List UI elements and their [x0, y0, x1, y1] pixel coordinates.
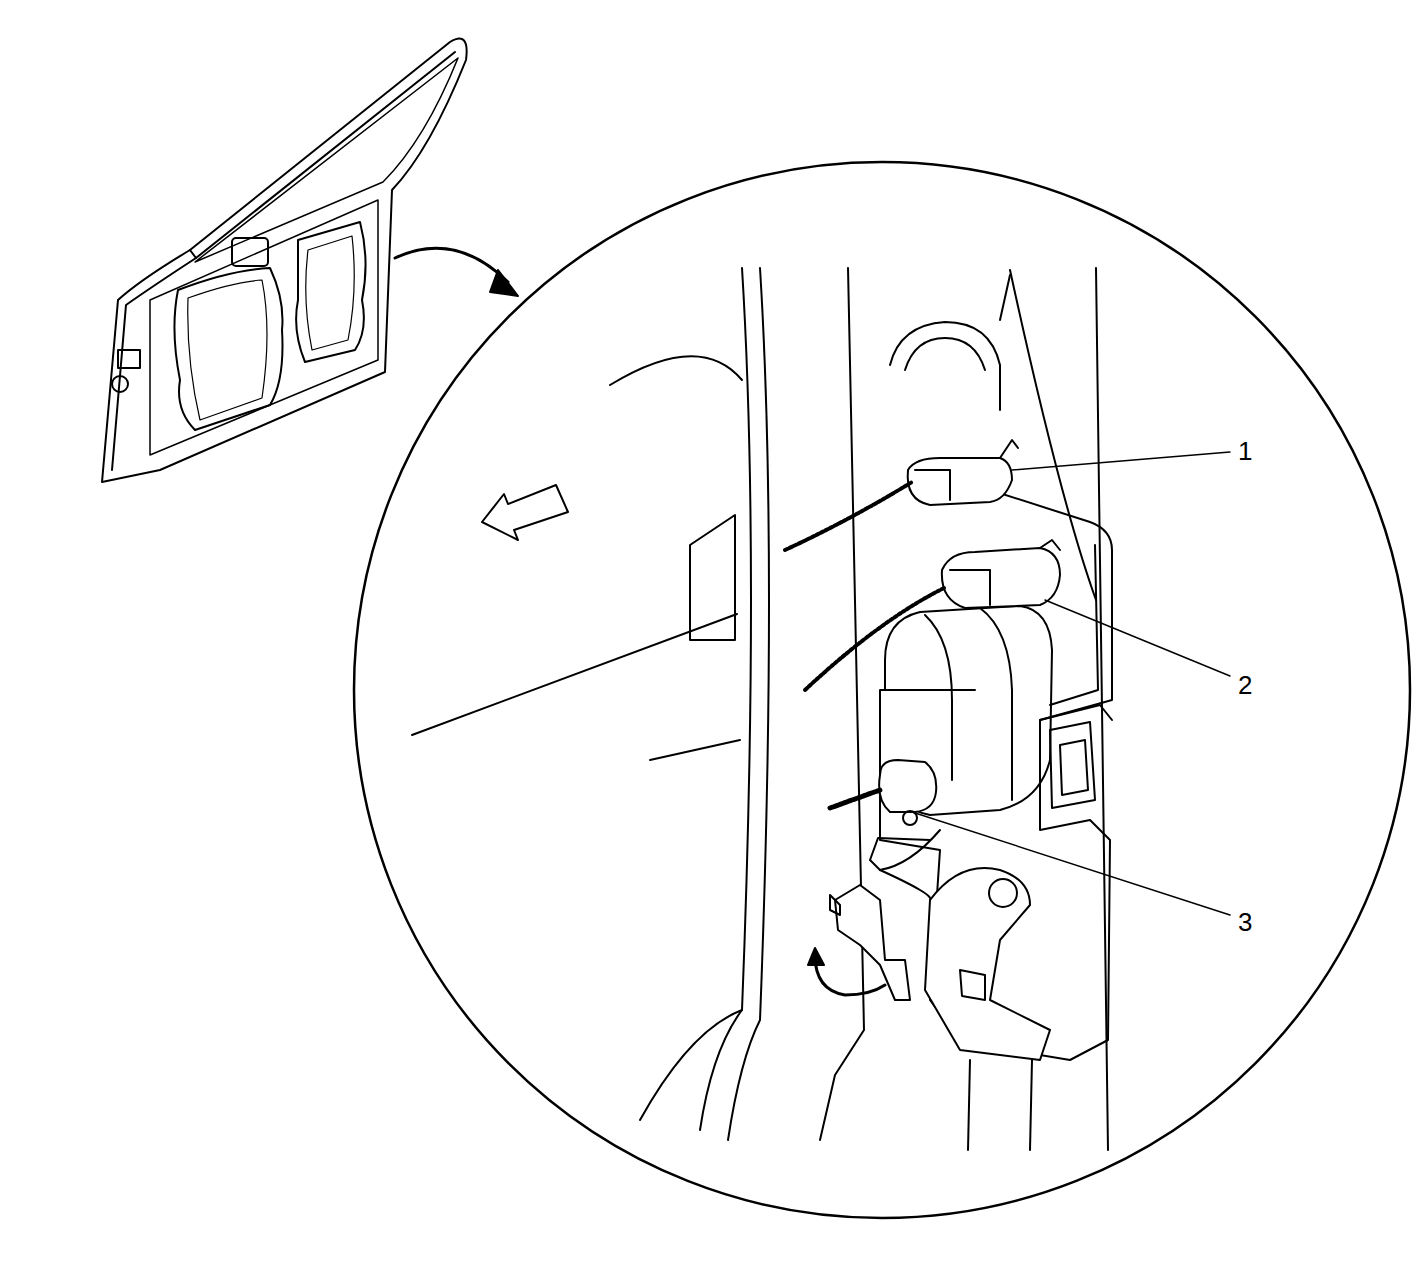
callout-number: 1 — [1238, 438, 1252, 464]
detail-circle — [354, 162, 1410, 1218]
callout-number: 2 — [1238, 672, 1252, 698]
leader-lines — [912, 452, 1230, 915]
detail-view — [412, 268, 1112, 1150]
callout-number: 3 — [1238, 909, 1252, 935]
door-overview — [102, 39, 518, 482]
